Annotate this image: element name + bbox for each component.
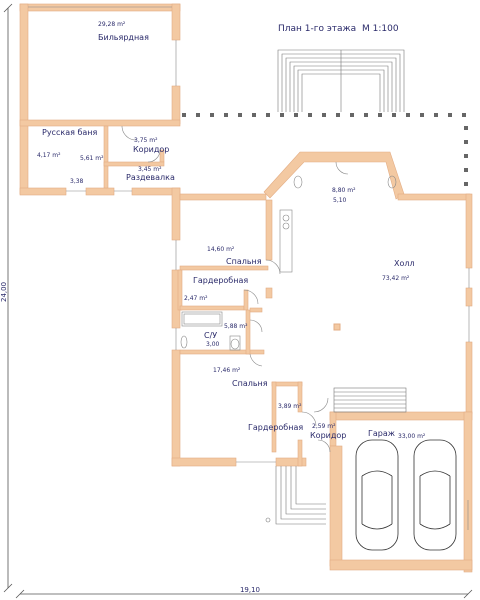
- room-billiard-name: Бильярдная: [98, 33, 149, 42]
- room-changing-area: 3,45 m²: [138, 166, 162, 173]
- room-corridor1-name: Коридор: [133, 145, 169, 154]
- room-bay-area-2: 5,10: [333, 197, 347, 204]
- room-changing-name: Раздевалка: [126, 173, 175, 182]
- car-right: [413, 439, 457, 551]
- room-wardrobe2-name: Гардеробная: [248, 423, 303, 432]
- room-sauna-area-3: 3,38: [70, 178, 84, 185]
- room-wardrobe1-name: Гардеробная: [193, 276, 248, 285]
- room-labels: 29,28 m² Бильярдная Русская баня 4,17 m²…: [37, 21, 426, 440]
- room-corridor1-area: 3,75 m²: [134, 137, 158, 144]
- room-garage-area: 33,00 m²: [398, 433, 426, 440]
- room-wardrobe1-area: 2,47 m²: [184, 295, 208, 302]
- room-sauna-area-2: 5,61 m²: [80, 155, 104, 162]
- room-wc-area: 5,88 m²: [224, 323, 248, 330]
- room-corridor2-name: Коридор: [310, 431, 346, 440]
- windows: [28, 6, 470, 530]
- room-bedroom2-area: 17,46 m²: [213, 367, 241, 374]
- entrance-stairs-top: [277, 49, 405, 112]
- room-bedroom1-name: Спальня: [226, 257, 262, 266]
- room-sauna-name: Русская баня: [42, 128, 98, 137]
- walls: [19, 3, 473, 573]
- entrance-stairs-south: [265, 466, 326, 525]
- fixtures: [180, 175, 397, 351]
- room-wardrobe2-area: 3,89 m²: [278, 403, 302, 410]
- dimension-width: 19,10: [240, 586, 260, 594]
- room-garage-name: Гараж: [368, 429, 395, 438]
- room-wc-area-2: 3,00: [206, 341, 220, 348]
- doors: [121, 125, 349, 453]
- room-hall-area: 73,42 m²: [382, 275, 410, 282]
- room-corridor2-area: 2,59 m²: [312, 423, 336, 430]
- room-bedroom1-area: 14,60 m²: [207, 246, 235, 253]
- dimension-height: 24,00: [0, 282, 8, 302]
- room-bay-area: 8,80 m²: [332, 187, 356, 194]
- interior-stairs: [333, 387, 407, 413]
- dimension-lines: [3, 3, 473, 599]
- room-billiard-area: 29,28 m²: [98, 21, 126, 28]
- room-bedroom2-name: Спальня: [232, 379, 268, 388]
- room-wc-name: С/У: [204, 331, 217, 340]
- car-left: [355, 439, 399, 551]
- room-sauna-area-1: 4,17 m²: [37, 152, 61, 159]
- plan-scale: М 1:100: [362, 24, 399, 34]
- hall-column: [333, 323, 341, 331]
- plan-title: План 1-го этажа: [278, 24, 356, 34]
- room-hall-name: Холл: [394, 259, 415, 268]
- terrace-columns: [182, 113, 468, 186]
